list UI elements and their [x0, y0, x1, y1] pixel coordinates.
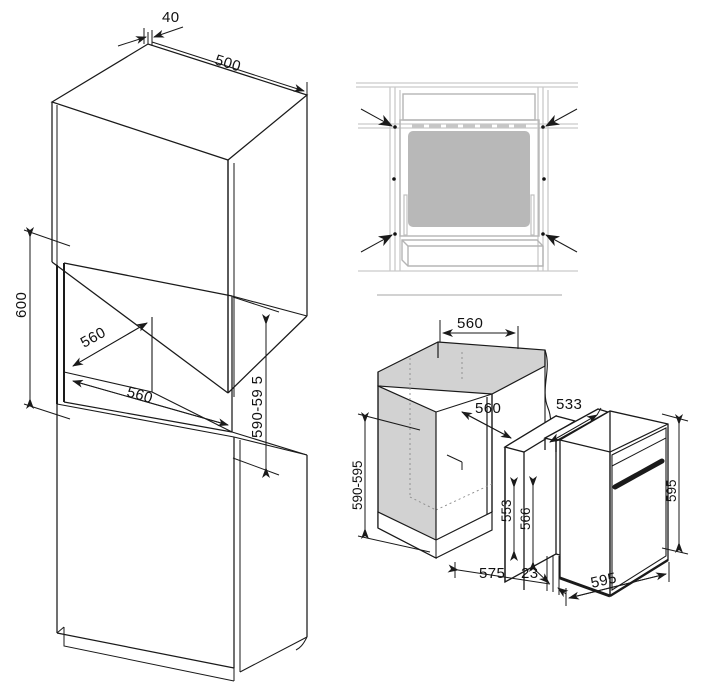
fixing-arrow-top-right — [545, 108, 578, 127]
dim-label-590-595-left: 590-59 5 — [249, 376, 266, 438]
fixing-arrow-bottom-left — [360, 234, 393, 253]
hidden-edges — [409, 352, 493, 511]
dim-label-595-height: 595 — [664, 479, 679, 502]
dim-label-560-width: 560 — [125, 384, 155, 408]
dim-575 — [447, 555, 554, 592]
dim-label-40: 40 — [162, 9, 180, 26]
dim-label-23: 23 — [521, 565, 539, 582]
dim-panel-thickness-40 — [117, 26, 184, 47]
oven-outer-frame — [399, 93, 544, 267]
oven-handle — [612, 458, 665, 490]
cabinet-aperture — [56, 262, 308, 456]
dim-label-566: 566 — [518, 507, 533, 530]
dim-top-560 — [439, 320, 519, 349]
fixing-arrow-top-left — [360, 108, 393, 127]
dim-label-533: 533 — [556, 396, 582, 413]
dim-niche-width-560 — [72, 379, 229, 427]
dim-label-560-top: 560 — [457, 315, 483, 332]
dim-label-553: 553 — [499, 499, 514, 522]
fixing-arrow-bottom-right — [545, 234, 578, 253]
dim-595-height — [661, 413, 689, 555]
dim-cabinet-depth-500 — [147, 32, 308, 95]
dim-niche-depth-560 — [72, 322, 148, 367]
dim-23 — [530, 556, 569, 598]
oven-front-view — [356, 82, 578, 296]
dim-595-width — [565, 562, 670, 606]
upper-cabinet-body — [50, 43, 309, 397]
dim-label-595-width: 595 — [589, 569, 618, 591]
oven-vent-slots — [412, 124, 526, 128]
dim-niche-height-590-595 — [232, 296, 280, 478]
dim-inner-560 — [461, 411, 512, 439]
dim-label-500: 500 — [213, 52, 243, 76]
dim-533 — [549, 407, 602, 443]
dim-height-590-595 — [357, 412, 431, 553]
dim-label-575: 575 — [479, 565, 505, 582]
dim-label-600: 600 — [13, 292, 30, 318]
tall-cabinet-view: 40 500 600 560 560 — [13, 9, 309, 682]
dim-label-560-inner: 560 — [475, 400, 501, 417]
oven-door-panel — [559, 410, 669, 598]
fixing-arrows — [360, 108, 578, 253]
dim-label-590-595-right: 590-595 — [350, 460, 365, 510]
oven-door-glass — [408, 131, 530, 227]
lower-cabinet-body — [56, 403, 308, 682]
dim-aperture-height-600 — [23, 227, 71, 420]
oven-side-rails — [403, 194, 535, 236]
oven-exploded-view: 560 560 590-595 533 553 — [350, 315, 689, 606]
fixing-point-markers — [392, 125, 546, 236]
